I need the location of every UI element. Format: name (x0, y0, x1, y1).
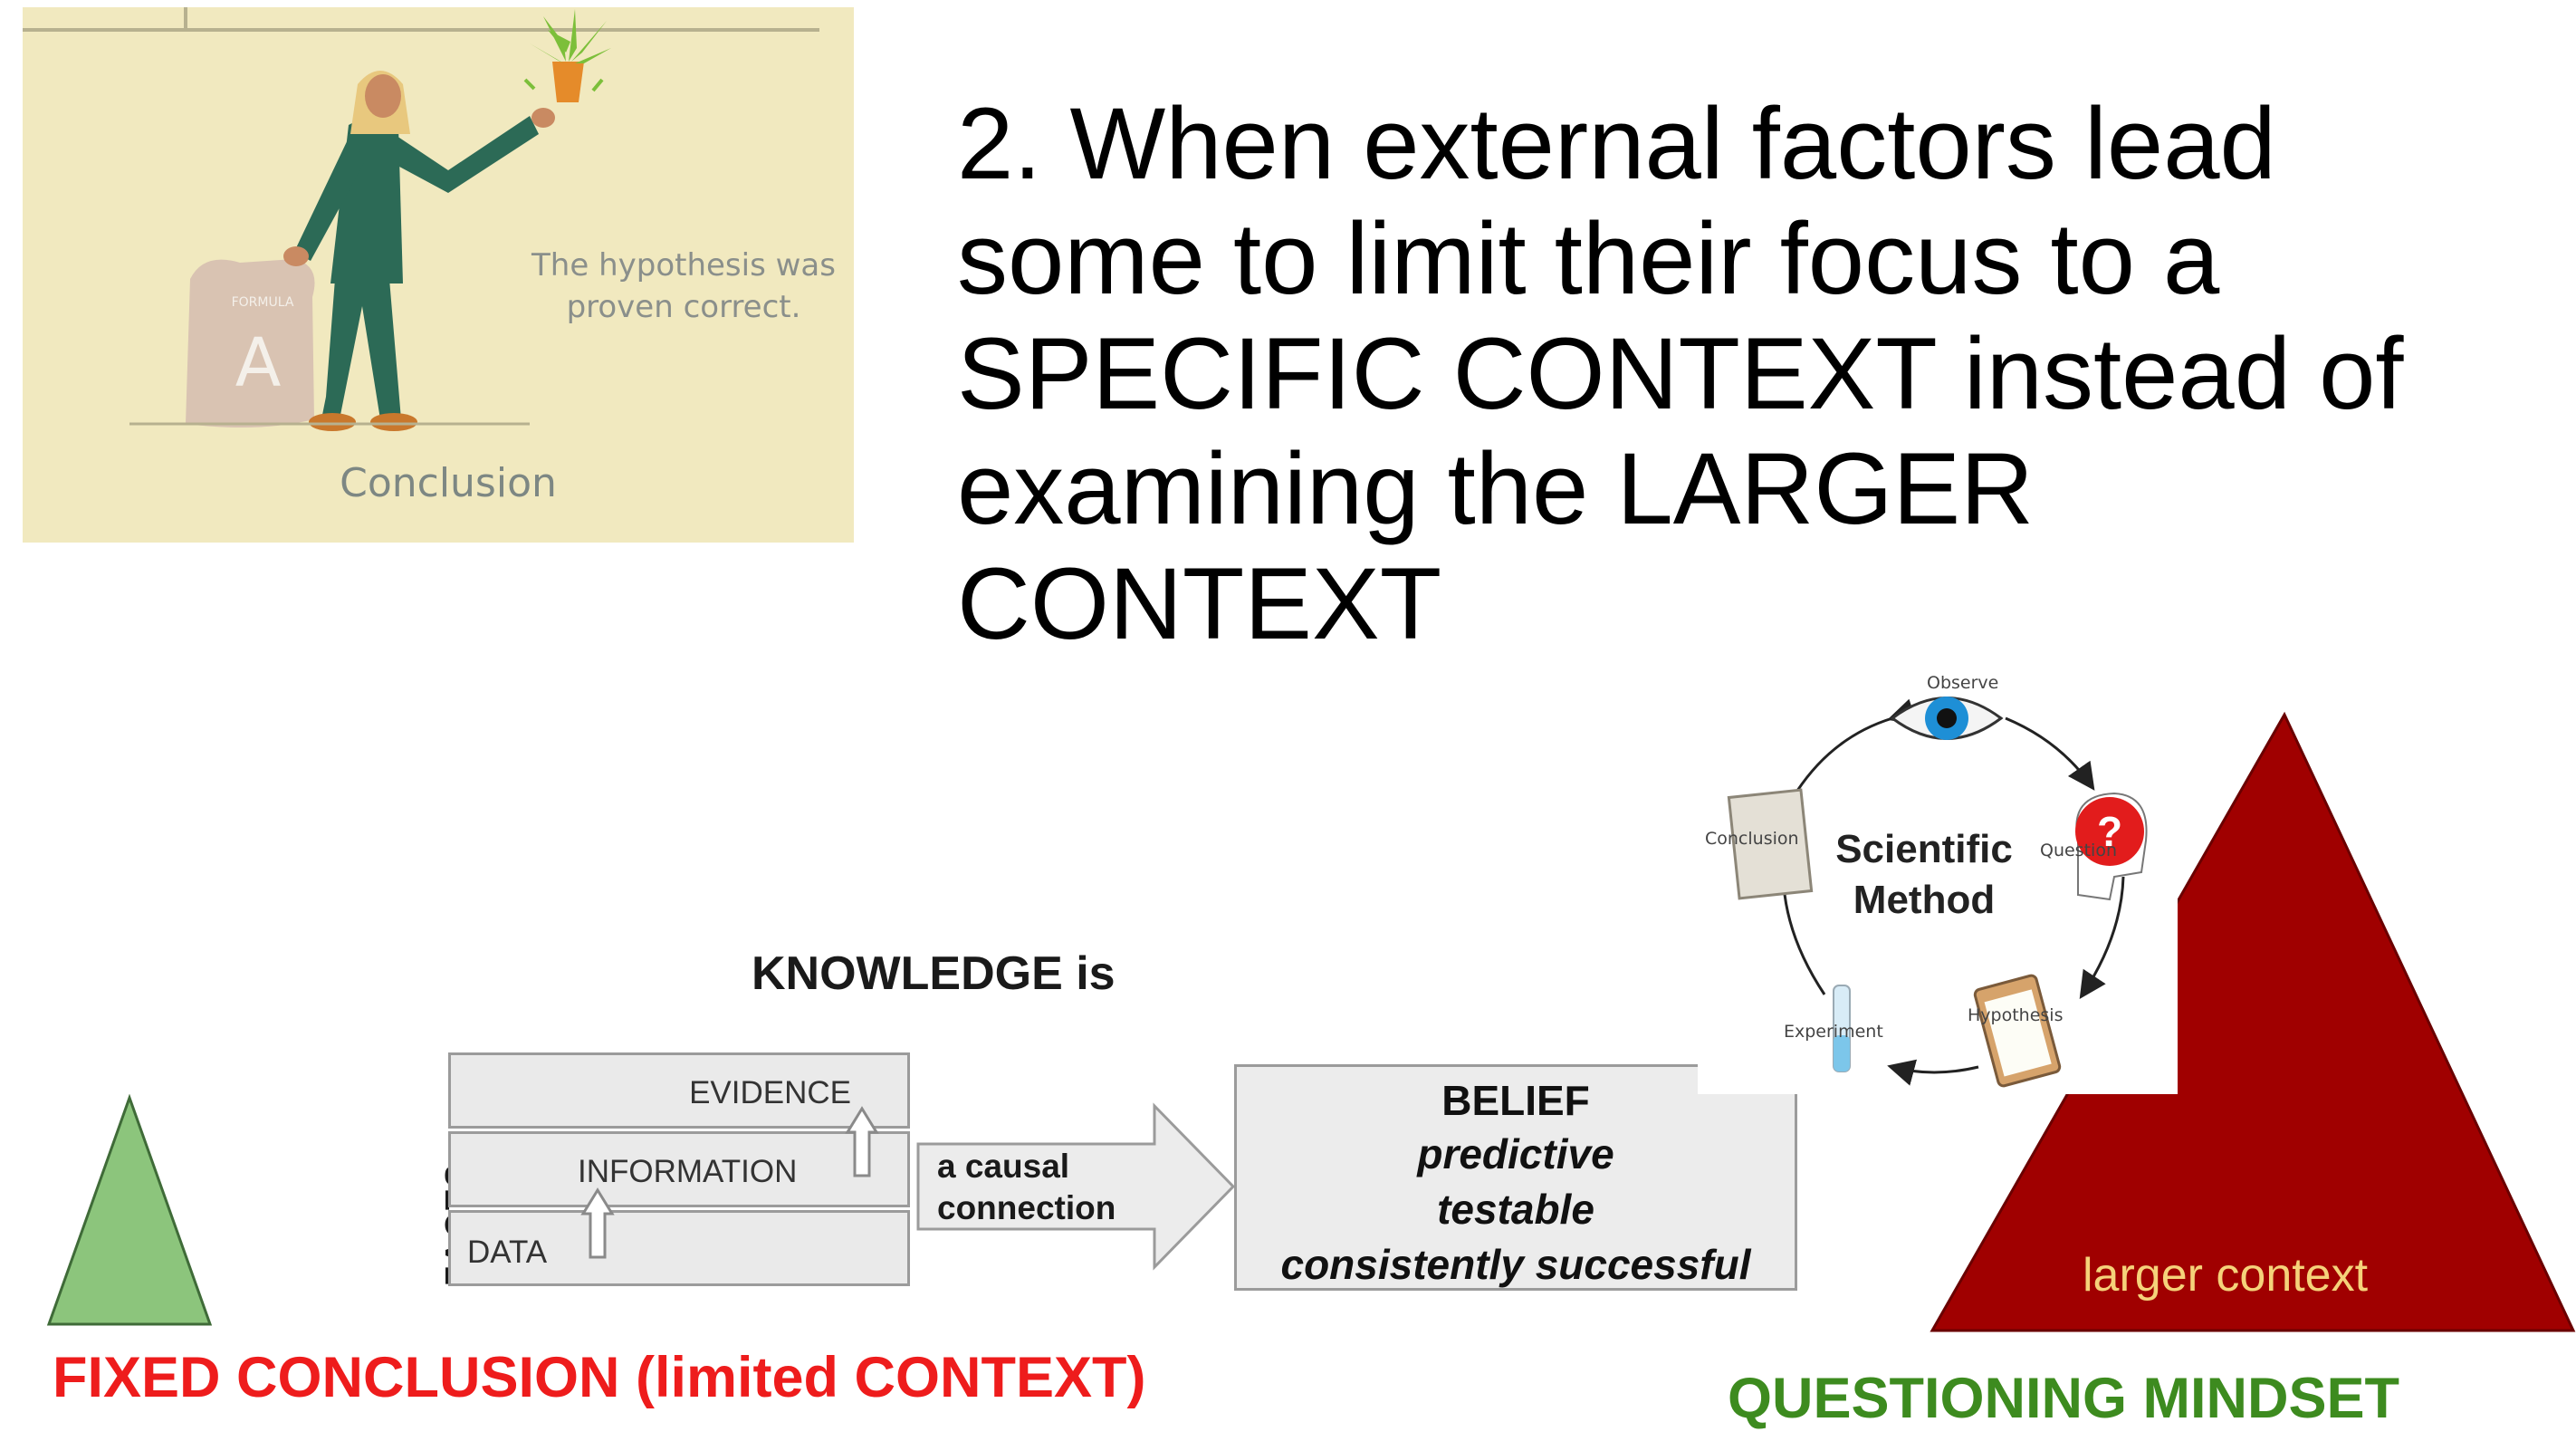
belief-item: consistently successful (1280, 1241, 1751, 1288)
svg-text:?: ? (2097, 808, 2122, 855)
step-conclusion: Conclusion (1705, 829, 1799, 849)
question-head-icon: ? (2075, 792, 2148, 901)
heading-line: 2. When external factors lead (957, 87, 2276, 200)
causal-line-2: connection (937, 1189, 1116, 1226)
heading-line: some to limit their focus to a (957, 202, 2220, 315)
fixed-conclusion-label: FIXED CONCLUSION (limited CONTEXT) (53, 1346, 1146, 1409)
book-icon (1727, 788, 1814, 900)
information-label: INFORMATION (578, 1154, 798, 1189)
belief-title: BELIEF (1441, 1077, 1590, 1124)
conclusion-illustration: FORMULA A The hypothesis was proven corr… (23, 7, 854, 543)
scientific-method-title: Scientific Method (1811, 824, 2037, 926)
clipboard-icon (1973, 974, 2062, 1088)
step-observe: Observe (1927, 673, 1999, 693)
belief-box: BELIEF predictive testable consistently … (1234, 1064, 1797, 1291)
sci-title-line-2: Method (1853, 878, 1996, 922)
step-experiment: Experiment (1784, 1022, 1883, 1042)
knowledge-title: KNOWLEDGE is (752, 947, 1116, 1000)
evidence-layer: EVIDENCE (448, 1052, 910, 1129)
data-layer: DATA (448, 1210, 910, 1286)
small-green-triangle (46, 1094, 213, 1326)
illustration-label: Conclusion (340, 460, 557, 506)
belief-item: predictive (1417, 1130, 1614, 1177)
causal-arrow-icon (916, 1102, 1236, 1271)
up-arrow-icon (580, 1187, 615, 1259)
larger-context-label: larger context (2083, 1249, 2369, 1302)
heading-line: examining the LARGER (957, 432, 2035, 545)
heading-line: CONTEXT (957, 547, 1442, 660)
flask-icon (1833, 985, 1851, 1072)
slide-heading: 2. When external factors lead some to li… (957, 86, 2514, 661)
step-hypothesis: Hypothesis (1968, 1005, 2064, 1025)
information-layer: INFORMATION (448, 1131, 910, 1207)
scientific-method-diagram: ? Scientific Method Observe Question Hyp… (1698, 668, 2178, 1094)
data-label: DATA (467, 1235, 548, 1270)
heading-line: SPECIFIC CONTEXT instead of (957, 317, 2404, 430)
illustration-caption: The hypothesis was proven correct. (503, 245, 854, 328)
causal-line-1: a causal (937, 1148, 1070, 1185)
bag-text: FORMULA (231, 295, 294, 310)
causal-connection-text: a causal connection (937, 1146, 1116, 1229)
sci-title-line-1: Scientific (1835, 827, 2013, 871)
questioning-mindset-label: QUESTIONING MINDSET (1728, 1367, 2400, 1430)
evidence-label: EVIDENCE (689, 1075, 851, 1110)
caption-line-2: proven correct. (566, 289, 801, 325)
cycle-arrows (1768, 698, 2125, 1086)
belief-item: testable (1437, 1186, 1594, 1233)
scientist-illustration (23, 7, 819, 431)
bag-letter: A (235, 324, 282, 402)
up-arrow-icon (845, 1106, 879, 1177)
eye-icon (1890, 697, 2004, 740)
step-question: Question (2040, 841, 2117, 860)
caption-line-1: The hypothesis was (531, 247, 836, 283)
